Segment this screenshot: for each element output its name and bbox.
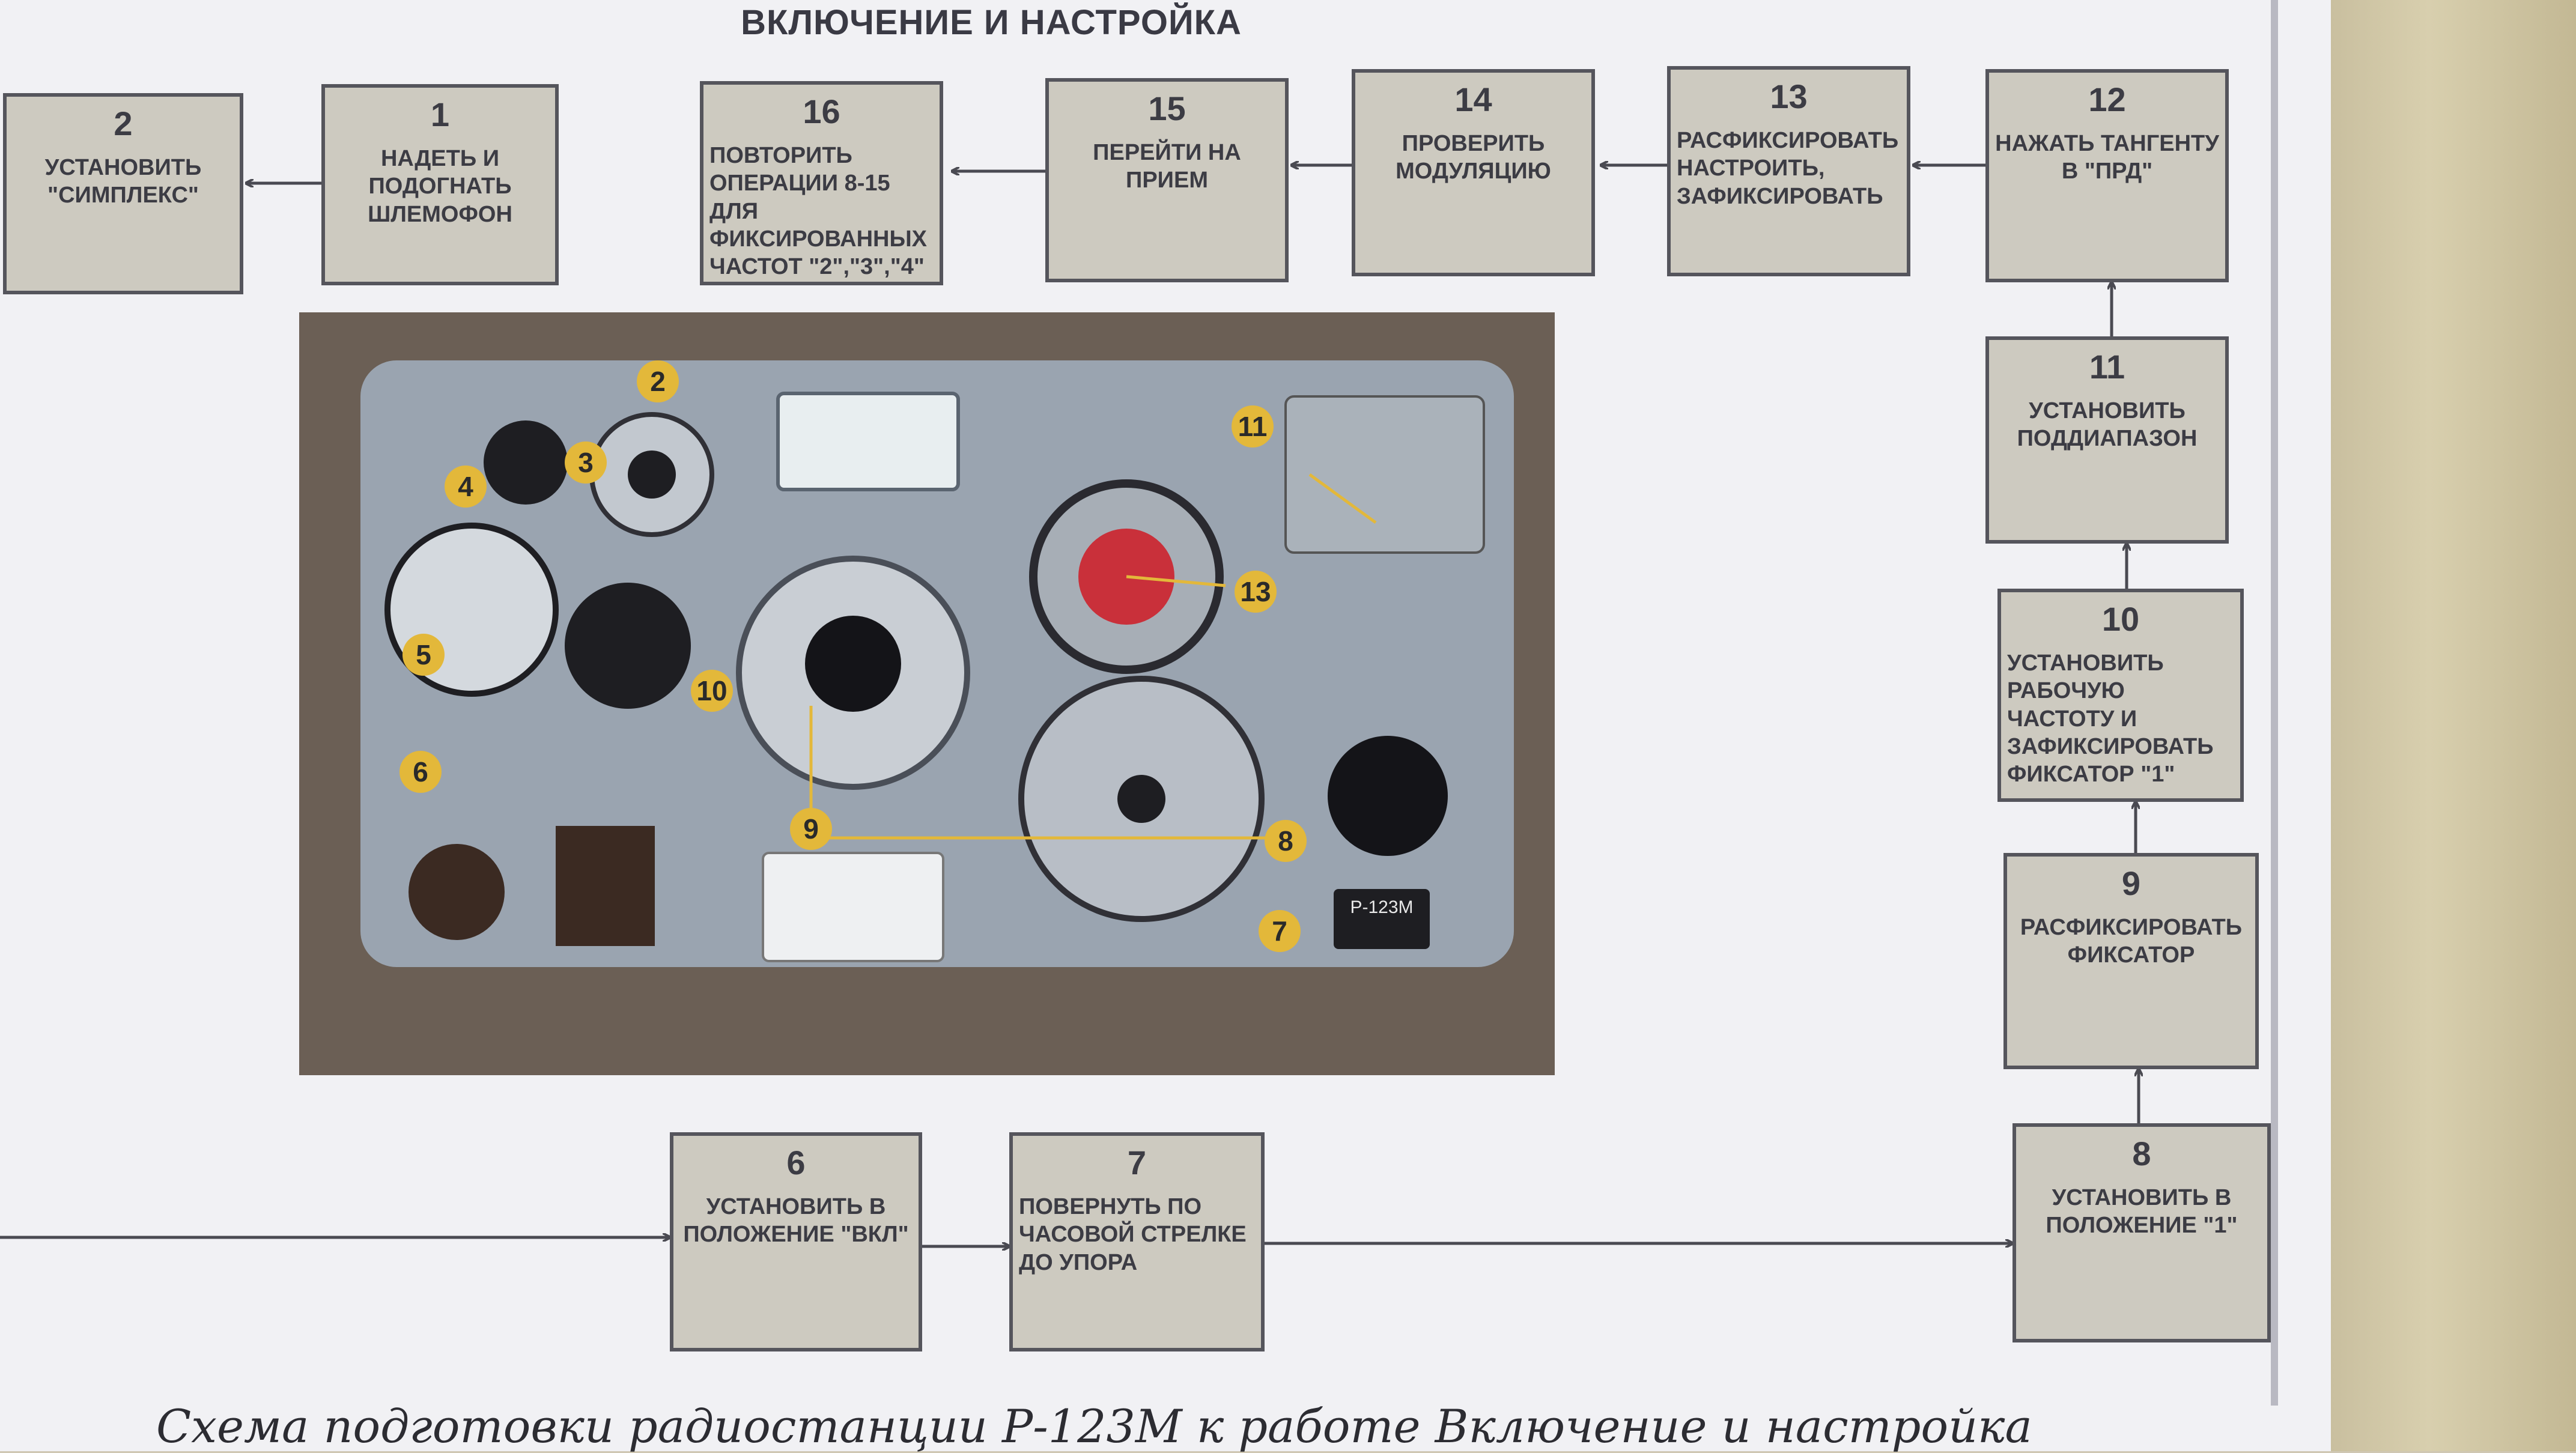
photo-callout-11: 11 [1232, 405, 1274, 447]
step-box-15: 15 ПЕРЕЙТИ НА ПРИЕМ [1045, 78, 1289, 282]
poster-border [2271, 0, 2278, 1406]
step-text: УСТАНОВИТЬ В ПОЛОЖЕНИЕ "ВКЛ" [683, 1194, 909, 1248]
knob-frequency-small [565, 583, 691, 709]
step-box-9: 9 РАСФИКСИРОВАТЬ ФИКСАТОР [2003, 853, 2259, 1069]
step-number: 11 [2089, 348, 2125, 386]
step-text: НАДЕТЬ И ПОДОГНАТЬ ШЛЕМОФОН [368, 146, 512, 227]
step-number: 9 [2121, 864, 2141, 902]
step-number: 12 [2088, 80, 2126, 118]
step-box-13: 13 РАСФИКСИРОВАТЬ НАСТРОИТЬ, ЗАФИКСИРОВА… [1667, 66, 1910, 276]
knob-mode-center [628, 450, 676, 499]
photo-callout-8: 8 [1265, 820, 1307, 862]
step-box-2: 2 УСТАНОВИТЬ "СИМПЛЕКС" [3, 93, 243, 294]
model-plate [1334, 889, 1430, 949]
connector-block [556, 826, 655, 946]
step-text: ПОВТОРИТЬ ОПЕРАЦИИ 8-15 ДЛЯ ФИКСИРОВАННЫ… [709, 143, 928, 280]
step-text: РАСФИКСИРОВАТЬ НАСТРОИТЬ, ЗАФИКСИРОВАТЬ [1677, 128, 1899, 209]
photo-callout-13: 13 [1235, 571, 1277, 613]
step-number: 2 [114, 105, 133, 142]
step-text: НАЖАТЬ ТАНГЕНТУ В "ПРД" [1995, 131, 2219, 184]
step-text: РАСФИКСИРОВАТЬ ФИКСАТОР [2020, 915, 2243, 968]
step-number: 16 [803, 93, 840, 130]
photo-callout-10: 10 [691, 670, 733, 712]
model-label: Р-123М [1350, 897, 1413, 917]
knob-center [805, 616, 901, 712]
step-text: УСТАНОВИТЬ РАБОЧУЮ ЧАСТОТУ И ЗАФИКСИРОВА… [2007, 651, 2214, 787]
step-box-12: 12 НАЖАТЬ ТАНГЕНТУ В "ПРД" [1985, 69, 2229, 282]
name-plate [762, 852, 944, 962]
step-number: 13 [1770, 77, 1808, 115]
page-title: ВКЛЮЧЕНИЕ И НАСТРОЙКА [741, 3, 1242, 42]
step-box-1: 1 НАДЕТЬ И ПОДОГНАТЬ ШЛЕМОФОН [321, 84, 559, 285]
photo-callout-9: 9 [790, 808, 832, 850]
photo-callout-2: 2 [637, 360, 679, 402]
step-box-11: 11 УСТАНОВИТЬ ПОДДИАПАЗОН [1985, 336, 2229, 544]
step-number: 14 [1454, 80, 1492, 118]
photo-callout-5: 5 [402, 634, 445, 676]
knob-right [1328, 736, 1448, 856]
step-number: 1 [430, 96, 450, 133]
step-number: 7 [1127, 1144, 1147, 1182]
connector-left [409, 844, 505, 940]
step-box-10: 10 УСТАНОВИТЬ РАБОЧУЮ ЧАСТОТУ И ЗАФИКСИР… [1997, 589, 2244, 802]
step-number: 6 [786, 1144, 806, 1182]
connector-panel [1284, 395, 1485, 554]
step-box-16: 16 ПОВТОРИТЬ ОПЕРАЦИИ 8-15 ДЛЯ ФИКСИРОВА… [700, 81, 943, 285]
step-text: ПРОВЕРИТЬ МОДУЛЯЦИЮ [1396, 131, 1551, 184]
step-text: ПОВЕРНУТЬ ПО ЧАСОВОЙ СТРЕЛКЕ ДО УПОРА [1019, 1194, 1247, 1275]
step-text: УСТАНОВИТЬ "СИМПЛЕКС" [44, 155, 202, 208]
wooden-background [2331, 0, 2576, 1451]
step-number: 10 [2101, 600, 2140, 638]
photo-callout-7: 7 [1259, 910, 1301, 952]
photo-callout-6: 6 [399, 751, 442, 793]
step-text: УСТАНОВИТЬ В ПОЛОЖЕНИЕ "1" [2046, 1185, 2238, 1239]
photo-callout-3: 3 [565, 441, 607, 484]
step-number: 8 [2132, 1135, 2151, 1172]
step-box-14: 14 ПРОВЕРИТЬ МОДУЛЯЦИЮ [1352, 69, 1595, 276]
bottom-caption: Схема подготовки радиостанции Р-123М к р… [156, 1400, 2032, 1453]
photo-callout-4: 4 [445, 466, 487, 508]
knob-volume [484, 420, 568, 505]
frequency-window [776, 392, 960, 491]
step-number: 15 [1148, 89, 1186, 127]
step-text: ПЕРЕЙТИ НА ПРИЕМ [1093, 140, 1241, 193]
step-box-6: 6 УСТАНОВИТЬ В ПОЛОЖЕНИЕ "ВКЛ" [670, 1132, 922, 1351]
step-box-8: 8 УСТАНОВИТЬ В ПОЛОЖЕНИЕ "1" [2012, 1123, 2271, 1342]
step-text: УСТАНОВИТЬ ПОДДИАПАЗОН [2017, 398, 2198, 452]
step-box-7: 7 ПОВЕРНУТЬ ПО ЧАСОВОЙ СТРЕЛКЕ ДО УПОРА [1009, 1132, 1265, 1351]
knob-subband-center [1117, 775, 1165, 823]
